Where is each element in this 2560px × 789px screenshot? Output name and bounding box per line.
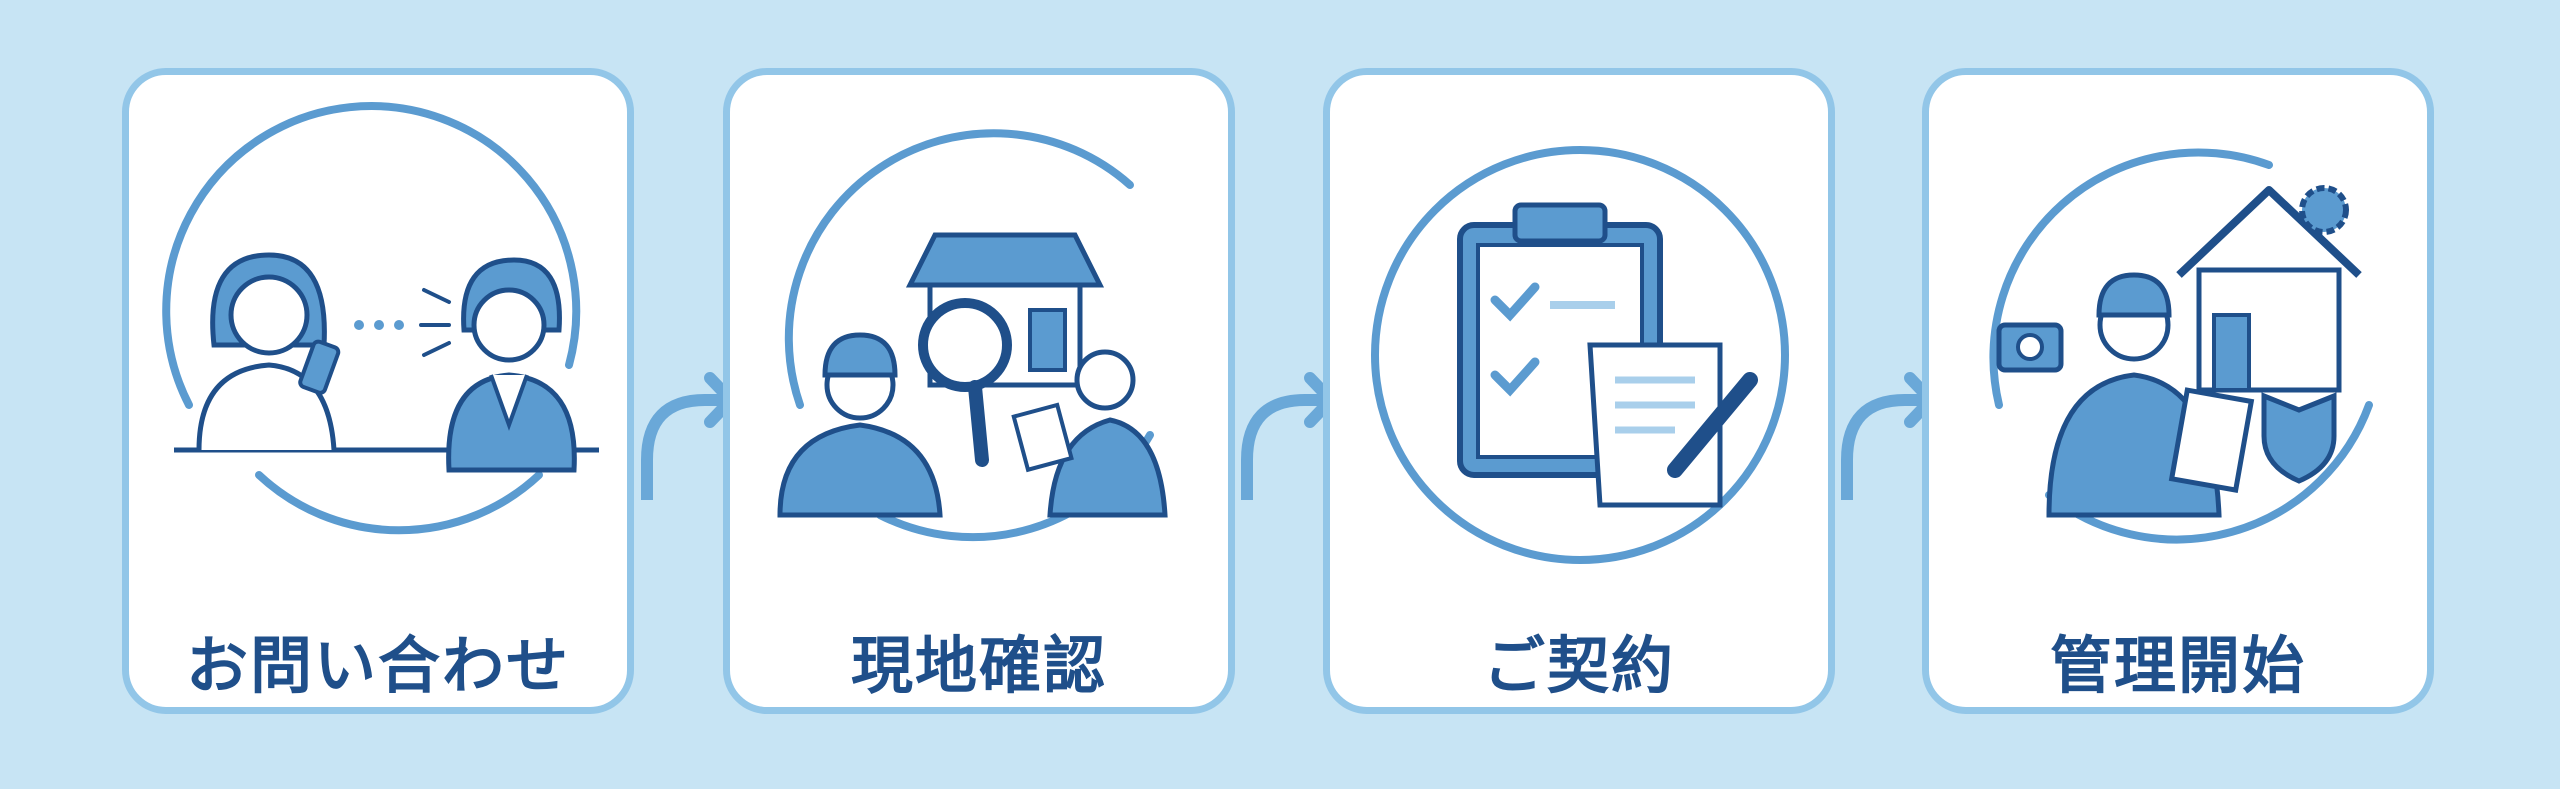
step-title: ご契約 [1482, 629, 1675, 702]
step-title: お問い合わせ [185, 629, 570, 702]
step-card-management-start: 管理開始 [1922, 68, 2434, 714]
management-start-icon [1989, 148, 2373, 544]
contract-clipboard-icon [1371, 146, 1789, 564]
conversation-icon [162, 102, 599, 535]
step-card-contract: ご契約 [1323, 68, 1835, 714]
step-title: 現地確認 [850, 629, 1107, 702]
step-title: 管理開始 [2049, 629, 2306, 702]
step-card-site-check: 現地確認 [723, 68, 1235, 714]
step-card-inquiry: お問い合わせ [122, 68, 634, 714]
site-inspection-icon [777, 129, 1168, 542]
